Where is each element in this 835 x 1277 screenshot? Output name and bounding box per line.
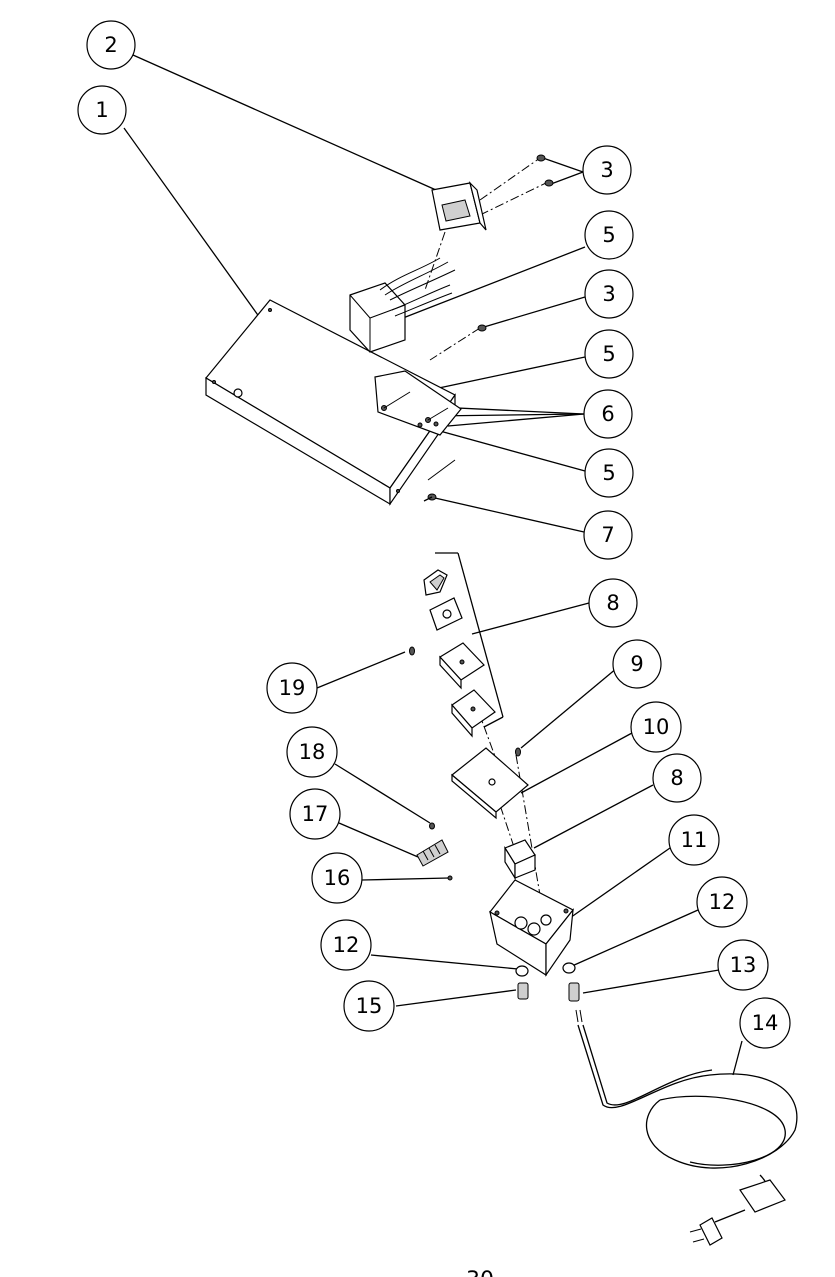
callout-5-top: 5 xyxy=(584,210,634,260)
callout-15: 15 xyxy=(343,980,395,1032)
callout-3-top: 3 xyxy=(582,145,632,195)
callout-3-top-label: 3 xyxy=(600,158,613,182)
fittings xyxy=(515,962,583,1023)
callout-16-label: 16 xyxy=(324,866,351,890)
callout-5-low: 5 xyxy=(584,448,634,498)
callout-17-label: 17 xyxy=(302,802,329,826)
meter-bezel-part xyxy=(431,181,487,231)
callout-14-label: 14 xyxy=(752,1011,779,1035)
callout-19-label: 19 xyxy=(279,676,306,700)
callout-17: 17 xyxy=(289,788,341,840)
callout-5-mid-label: 5 xyxy=(602,342,615,366)
callout-3-mid: 3 xyxy=(584,269,634,319)
callout-10-label: 10 xyxy=(643,715,670,739)
callout-1: 1 xyxy=(77,85,127,135)
enclosure-box-part xyxy=(489,879,574,977)
callout-2-label: 2 xyxy=(104,33,117,57)
callout-7: 7 xyxy=(583,510,633,560)
power-cord-part xyxy=(577,1024,798,1246)
callout-9-label: 9 xyxy=(630,652,643,676)
switch-body-part xyxy=(504,839,536,881)
callout-5-mid: 5 xyxy=(584,329,634,379)
callout-6-label: 6 xyxy=(601,402,614,426)
callout-5-low-label: 5 xyxy=(602,461,615,485)
callout-8-upper-label: 8 xyxy=(606,591,619,615)
callout-12-left: 12 xyxy=(320,919,372,971)
callout-15-label: 15 xyxy=(356,994,383,1018)
callout-18-label: 18 xyxy=(299,740,326,764)
callout-7-label: 7 xyxy=(601,523,614,547)
callout-12-right: 12 xyxy=(696,876,748,928)
callout-6: 6 xyxy=(583,389,633,439)
page-number: 30 xyxy=(466,1268,494,1277)
callout-12-left-label: 12 xyxy=(333,933,360,957)
terminal-strip-part xyxy=(416,822,453,881)
callout-11-label: 11 xyxy=(681,828,708,852)
callout-10: 10 xyxy=(630,701,682,753)
callout-18: 18 xyxy=(286,726,338,778)
tray-part xyxy=(205,299,462,506)
callout-2: 2 xyxy=(86,20,136,70)
callout-8-lower: 8 xyxy=(652,753,702,803)
callout-16: 16 xyxy=(311,852,363,904)
leader-lines xyxy=(123,54,743,1076)
screws xyxy=(423,154,554,502)
callout-12-right-label: 12 xyxy=(709,890,736,914)
callout-3-mid-label: 3 xyxy=(602,282,615,306)
cover-plate-part xyxy=(451,747,529,820)
callout-11: 11 xyxy=(668,814,720,866)
transformer-part xyxy=(349,257,456,353)
callout-14: 14 xyxy=(739,997,791,1049)
callout-13: 13 xyxy=(717,939,769,991)
callout-13-label: 13 xyxy=(730,953,757,977)
callout-8-upper: 8 xyxy=(588,578,638,628)
callout-19: 19 xyxy=(266,662,318,714)
callout-1-label: 1 xyxy=(95,98,108,122)
callout-8-lower-label: 8 xyxy=(670,766,683,790)
callout-9: 9 xyxy=(612,639,662,689)
callout-5-top-label: 5 xyxy=(602,223,615,247)
switch-assembly-upper xyxy=(409,552,504,738)
